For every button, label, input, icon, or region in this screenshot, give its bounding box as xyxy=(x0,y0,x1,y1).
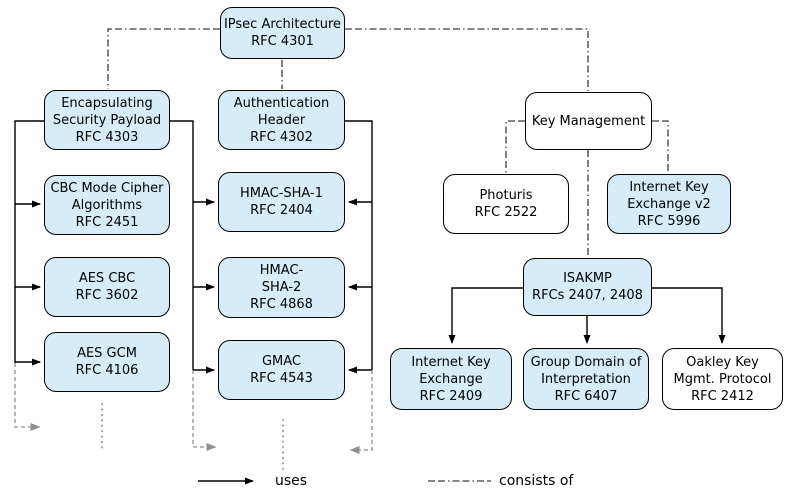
edge-keymgmt-photuris xyxy=(505,120,525,174)
node-group-domain-of-interpretation: Group Domain of Interpretation RFC 6407 xyxy=(523,348,649,410)
node-label: HMAC-SHA-1 RFC 2404 xyxy=(239,186,324,218)
node-label: Internet Key Exchange v2 RFC 5996 xyxy=(627,179,711,229)
node-label: ISAKMP RFCs 2407, 2408 xyxy=(532,271,643,303)
node-label: CBC Mode Cipher Algorithms RFC 2451 xyxy=(50,180,164,230)
node-aes-gcm: AES GCM RFC 4106 xyxy=(44,332,170,392)
edge-keymgmt-ikev2 xyxy=(652,120,669,174)
node-label: Photuris RFC 2522 xyxy=(474,188,538,220)
node-ipsec-architecture: IPsec Architecture RFC 4301 xyxy=(220,7,345,59)
node-internet-key-exchange: Internet Key Exchange RFC 2409 xyxy=(390,348,512,410)
node-label: Group Domain of Interpretation RFC 6407 xyxy=(530,354,642,404)
node-label: Internet Key Exchange RFC 2409 xyxy=(411,354,491,404)
node-authentication-header: Authentication Header RFC 4302 xyxy=(218,90,345,150)
node-label: Encapsulating Security Payload RFC 4303 xyxy=(52,95,162,145)
node-hmac-sha-1: HMAC-SHA-1 RFC 2404 xyxy=(218,172,345,232)
node-label: IPsec Architecture RFC 4301 xyxy=(223,17,342,49)
legend-uses-label: uses xyxy=(275,473,308,489)
node-aes-cbc: AES CBC RFC 3602 xyxy=(44,257,170,317)
edge-isakmp-ike xyxy=(448,287,523,344)
node-cbc-mode-cipher-algorithms: CBC Mode Cipher Algorithms RFC 2451 xyxy=(44,175,170,235)
edge-ipsec-keymgmt xyxy=(345,28,589,91)
node-label: Key Management xyxy=(531,113,646,129)
node-encapsulating-security-payload: Encapsulating Security Payload RFC 4303 xyxy=(44,90,170,150)
node-label: Authentication Header RFC 4302 xyxy=(233,95,330,145)
continuation-ah-macs xyxy=(349,370,373,454)
edge-ipsec-esp xyxy=(107,28,220,89)
node-internet-key-exchange-v2: Internet Key Exchange v2 RFC 5996 xyxy=(607,174,731,234)
rail-esp-left xyxy=(14,120,44,363)
rail-ah-right xyxy=(345,120,373,370)
legend-consists-of-label: consists of xyxy=(499,473,574,489)
rail-esp-right xyxy=(170,120,194,370)
node-label: AES GCM RFC 4106 xyxy=(75,346,139,378)
node-label: Oakley Key Mgmt. Protocol RFC 2412 xyxy=(673,354,772,404)
node-label: GMAC RFC 4543 xyxy=(250,354,313,386)
node-photuris: Photuris RFC 2522 xyxy=(443,174,569,234)
node-gmac: GMAC RFC 4543 xyxy=(218,340,345,400)
node-isakmp: ISAKMP RFCs 2407, 2408 xyxy=(523,258,652,316)
edge-isakmp-oakley xyxy=(652,287,726,344)
continuation-esp-macs xyxy=(192,370,217,451)
node-oakley-key-mgmt-protocol: Oakley Key Mgmt. Protocol RFC 2412 xyxy=(662,348,783,410)
node-key-management: Key Management xyxy=(525,92,652,150)
continuation-esp-ciphers xyxy=(14,363,41,431)
node-label: HMAC- SHA-2 RFC 4868 xyxy=(250,263,313,312)
node-hmac-sha-2: HMAC- SHA-2 RFC 4868 xyxy=(218,257,345,318)
node-label: AES CBC RFC 3602 xyxy=(75,271,139,303)
